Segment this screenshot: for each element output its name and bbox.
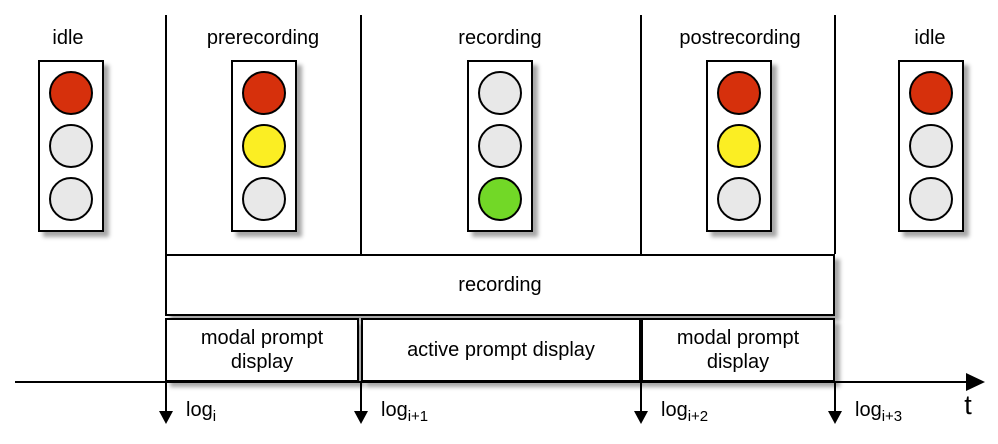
red-lamp bbox=[909, 71, 953, 115]
log-base: log bbox=[661, 399, 688, 421]
yellow-lamp bbox=[49, 124, 93, 168]
yellow-lamp bbox=[478, 124, 522, 168]
log-arrow-head-icon-4 bbox=[828, 411, 842, 424]
log-arrow-head-icon-3 bbox=[634, 411, 648, 424]
log-label-i1: logi+1 bbox=[381, 399, 429, 425]
prompt-box-label: modal prompt display bbox=[676, 327, 800, 373]
phase-label-prerecording: prerecording bbox=[206, 27, 320, 49]
phase-divider-line-2 bbox=[360, 15, 362, 254]
phase-label-idle-right: idle bbox=[914, 27, 946, 49]
log-arrow-line-3 bbox=[640, 383, 642, 412]
log-arrow-line-1 bbox=[165, 383, 167, 412]
green-lamp bbox=[478, 177, 522, 221]
traffic-light-recording bbox=[467, 60, 533, 232]
log-subscript: i+3 bbox=[881, 408, 903, 425]
log-arrow-line-4 bbox=[834, 383, 836, 412]
prompt-box-label: active prompt display bbox=[407, 339, 595, 361]
yellow-lamp bbox=[242, 124, 286, 168]
traffic-light-idle-right bbox=[898, 60, 964, 232]
traffic-light-idle-left bbox=[38, 60, 104, 232]
traffic-light-postrecording bbox=[706, 60, 772, 232]
yellow-lamp bbox=[717, 124, 761, 168]
log-arrow-line-2 bbox=[360, 383, 362, 412]
phase-label-recording: recording bbox=[458, 27, 542, 49]
log-subscript: i+2 bbox=[687, 408, 709, 425]
phase-label-idle-left: idle bbox=[52, 27, 84, 49]
modal-prompt-display-box-2: modal prompt display bbox=[641, 318, 835, 382]
log-label-i: logi bbox=[186, 399, 217, 425]
active-prompt-display-box: active prompt display bbox=[361, 318, 641, 382]
green-lamp bbox=[49, 177, 93, 221]
log-label-i2: logi+2 bbox=[661, 399, 709, 425]
log-base: log bbox=[855, 399, 882, 421]
log-arrow-head-icon-1 bbox=[159, 411, 173, 424]
red-lamp bbox=[49, 71, 93, 115]
time-axis-label: t bbox=[964, 390, 972, 420]
log-subscript: i+1 bbox=[407, 408, 429, 425]
red-lamp bbox=[478, 71, 522, 115]
green-lamp bbox=[717, 177, 761, 221]
recording-span-label: recording bbox=[458, 273, 542, 296]
green-lamp bbox=[242, 177, 286, 221]
red-lamp bbox=[242, 71, 286, 115]
phase-label-postrecording: postrecording bbox=[679, 27, 801, 49]
phase-divider-line-1 bbox=[165, 15, 167, 254]
prompt-box-label: modal prompt display bbox=[200, 327, 324, 373]
red-lamp bbox=[717, 71, 761, 115]
log-label-i3: logi+3 bbox=[855, 399, 903, 425]
modal-prompt-display-box-1: modal prompt display bbox=[165, 318, 359, 382]
phase-divider-line-3 bbox=[640, 15, 642, 254]
recording-span-bar: recording bbox=[165, 254, 835, 316]
time-axis-line bbox=[15, 381, 970, 383]
log-arrow-head-icon-2 bbox=[354, 411, 368, 424]
log-base: log bbox=[186, 399, 213, 421]
phase-divider-line-4 bbox=[834, 15, 836, 254]
yellow-lamp bbox=[909, 124, 953, 168]
log-subscript: i bbox=[212, 408, 217, 425]
log-base: log bbox=[381, 399, 408, 421]
traffic-light-prerecording bbox=[231, 60, 297, 232]
time-axis-arrowhead-icon bbox=[966, 373, 985, 391]
green-lamp bbox=[909, 177, 953, 221]
